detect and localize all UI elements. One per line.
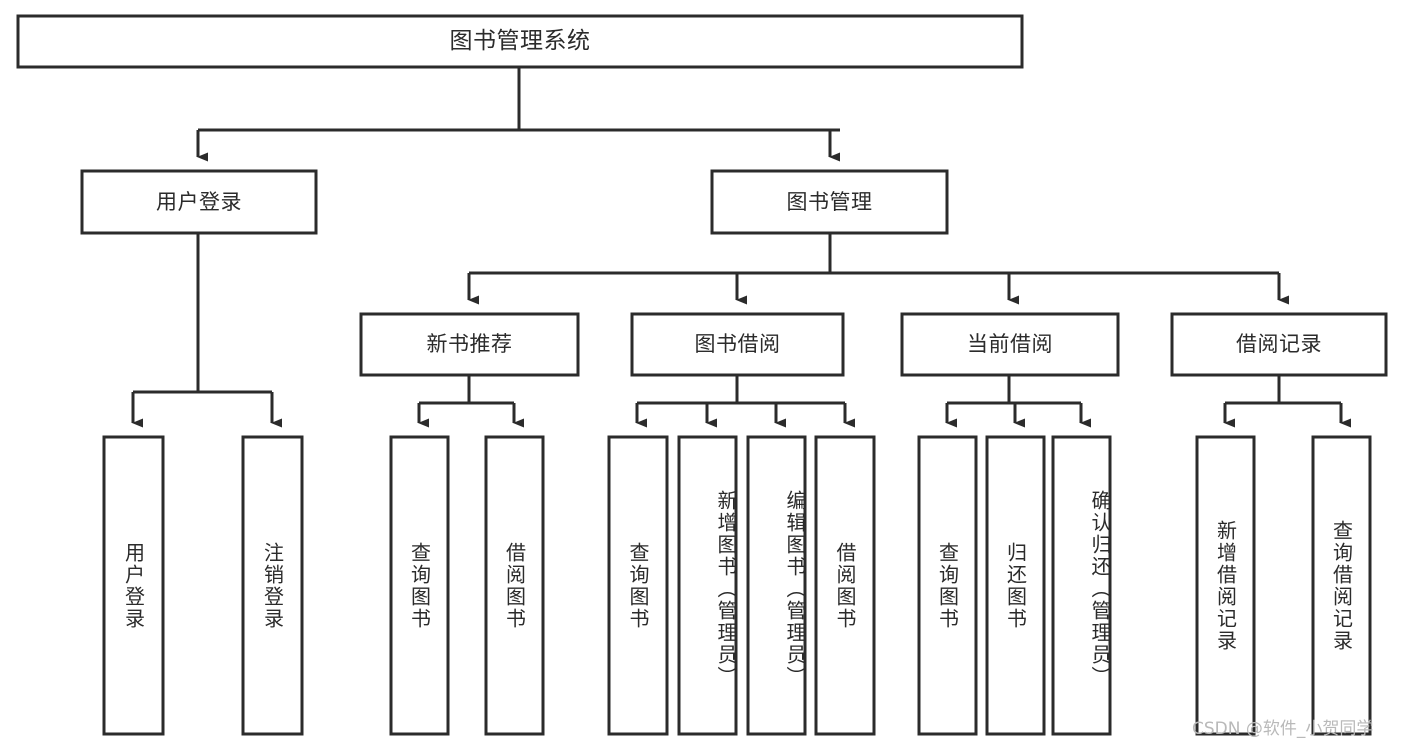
connector-group-new-book (417, 375, 524, 428)
node-box-current-borrow[interactable] (900, 312, 1120, 377)
connector-group-current-borrow (945, 375, 1091, 428)
node-box-leaf-book-borrow-1[interactable] (677, 435, 738, 736)
node-box-leaf-new-book-0[interactable] (389, 435, 450, 736)
connector-group-borrow-record (1223, 375, 1351, 428)
node-box-new-book-recommend[interactable] (359, 312, 580, 377)
node-box-leaf-book-borrow-2[interactable] (746, 435, 807, 736)
node-box-leaf-borrow-record-1[interactable] (1311, 435, 1372, 736)
node-box-book-borrow[interactable] (630, 312, 845, 377)
node-box-leaf-current-borrow-2[interactable] (1051, 435, 1112, 736)
node-box-leaf-book-borrow-3[interactable] (814, 435, 876, 736)
connector-group-user-login (131, 233, 282, 428)
node-box-leaf-new-book-1[interactable] (484, 435, 545, 736)
node-box-user-login[interactable] (80, 169, 318, 235)
node-box-borrow-record[interactable] (1170, 312, 1388, 377)
node-box-root[interactable] (16, 14, 1024, 69)
node-box-leaf-book-borrow-0[interactable] (607, 435, 669, 736)
connector-group-book-mgmt (467, 233, 1289, 305)
connector-group-root (196, 67, 840, 162)
node-box-book-management[interactable] (710, 169, 949, 235)
node-box-leaf-user-login-1[interactable] (241, 435, 304, 736)
node-box-leaf-user-login-0[interactable] (102, 435, 165, 736)
node-box-leaf-current-borrow-1[interactable] (985, 435, 1046, 736)
node-box-leaf-current-borrow-0[interactable] (917, 435, 978, 736)
node-box-leaf-borrow-record-0[interactable] (1195, 435, 1256, 736)
connector-group-book-borrow (635, 375, 855, 428)
